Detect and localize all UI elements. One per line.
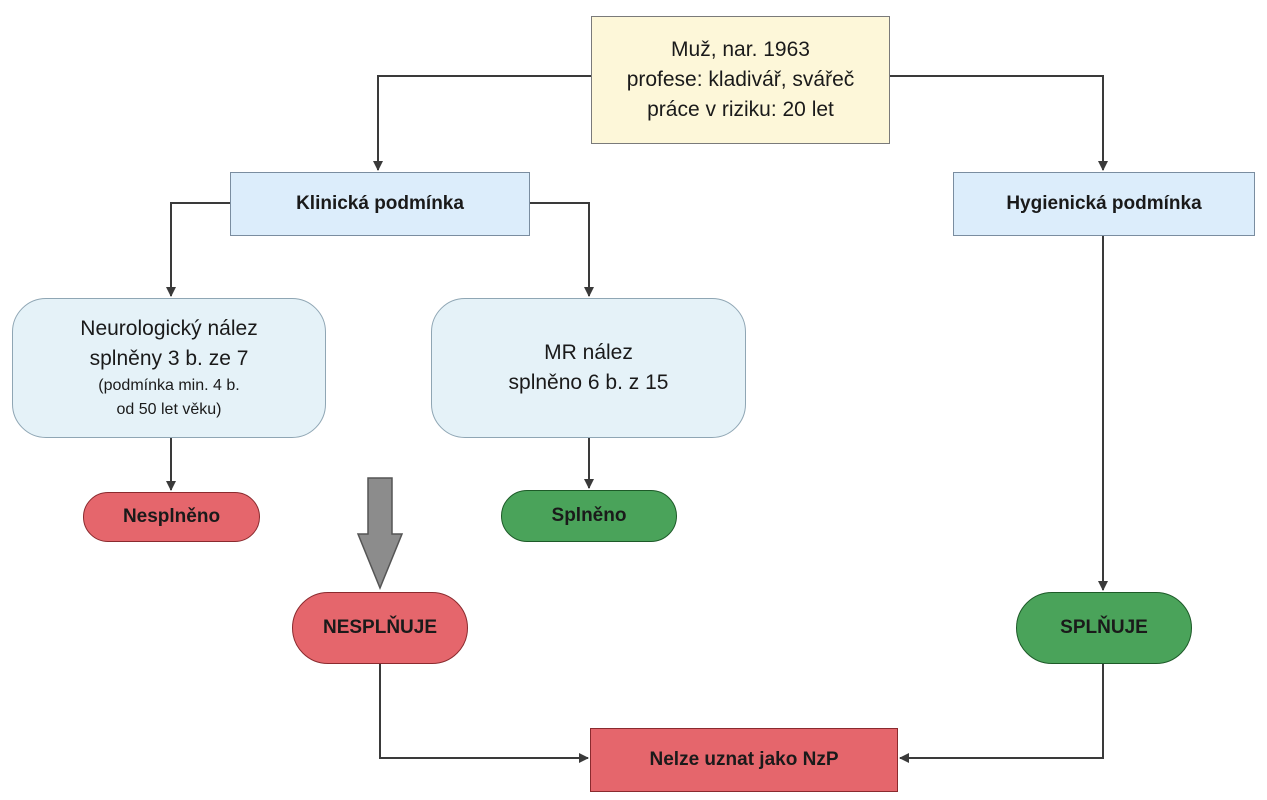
- mr-finding-box: MR nález splněno 6 b. z 15: [431, 298, 746, 438]
- neuro-note-line-1: (podmínka min. 4 b.: [98, 377, 240, 394]
- neuro-note-line-2: od 50 let věku): [116, 401, 222, 418]
- connector-clinical-to-neuro: [166, 202, 230, 297]
- root-line-1: Muž, nar. 1963: [671, 38, 810, 61]
- final-result-box: Nelze uznat jako NzP: [590, 728, 898, 792]
- connector-root-to-hygienic: [890, 75, 1108, 171]
- neuro-line-1: Neurologický nález: [80, 317, 258, 340]
- mr-line-2: splněno 6 b. z 15: [508, 371, 669, 394]
- connector-clinical-to-mr: [530, 202, 594, 297]
- neuro-line-2: splněny 3 b. ze 7: [89, 347, 249, 370]
- connector-root-to-clinical: [373, 75, 591, 171]
- mr-result-badge: Splněno: [501, 490, 677, 542]
- clinical-verdict-badge: NESPLŇUJE: [292, 592, 468, 664]
- big-down-arrow-icon: [356, 477, 404, 590]
- neuro-finding-box: Neurologický nález splněny 3 b. ze 7 (po…: [12, 298, 326, 438]
- root-line-2: profese: kladivář, svářeč: [626, 68, 855, 91]
- neuro-result-badge: Nesplněno: [83, 492, 260, 542]
- root-line-3: práce v riziku: 20 let: [647, 98, 834, 121]
- connector-clinical-verdict-to-final: [379, 664, 589, 763]
- hygienic-condition-box: Hygienická podmínka: [953, 172, 1255, 236]
- mr-line-1: MR nález: [544, 341, 633, 364]
- root-patient-box: Muž, nar. 1963 profese: kladivář, svářeč…: [591, 16, 890, 144]
- hygienic-verdict-badge: SPLŇUJE: [1016, 592, 1192, 664]
- connector-hygienic-verdict-to-final: [899, 664, 1104, 763]
- clinical-condition-box: Klinická podmínka: [230, 172, 530, 236]
